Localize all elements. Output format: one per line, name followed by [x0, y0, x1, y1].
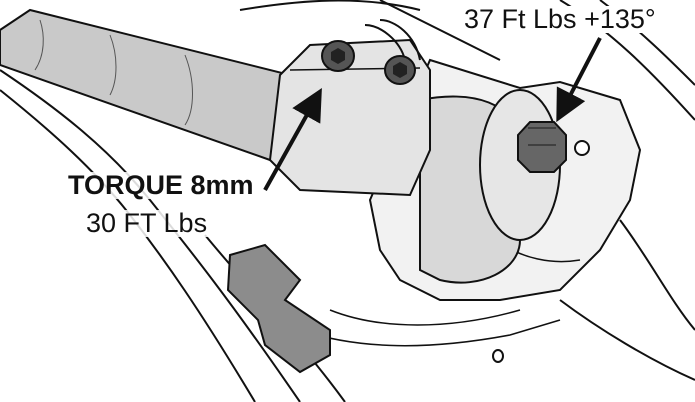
clamp-torque-value: 30 FT Lbs: [84, 208, 210, 238]
clamp-torque-title: TORQUE 8mm: [66, 170, 256, 200]
socket-head-screw-icon: [384, 55, 416, 85]
release-tab: [226, 243, 331, 374]
bolt-hole: [574, 140, 590, 156]
axle-tube: [0, 8, 312, 172]
arrow-icon: [556, 37, 602, 123]
hex-bolt-icon: [517, 121, 567, 173]
arrow-icon: [263, 88, 322, 191]
socket-head-screw-icon: [321, 40, 355, 72]
bolt-torque-callout: 37 Ft Lbs +135°: [462, 4, 658, 34]
